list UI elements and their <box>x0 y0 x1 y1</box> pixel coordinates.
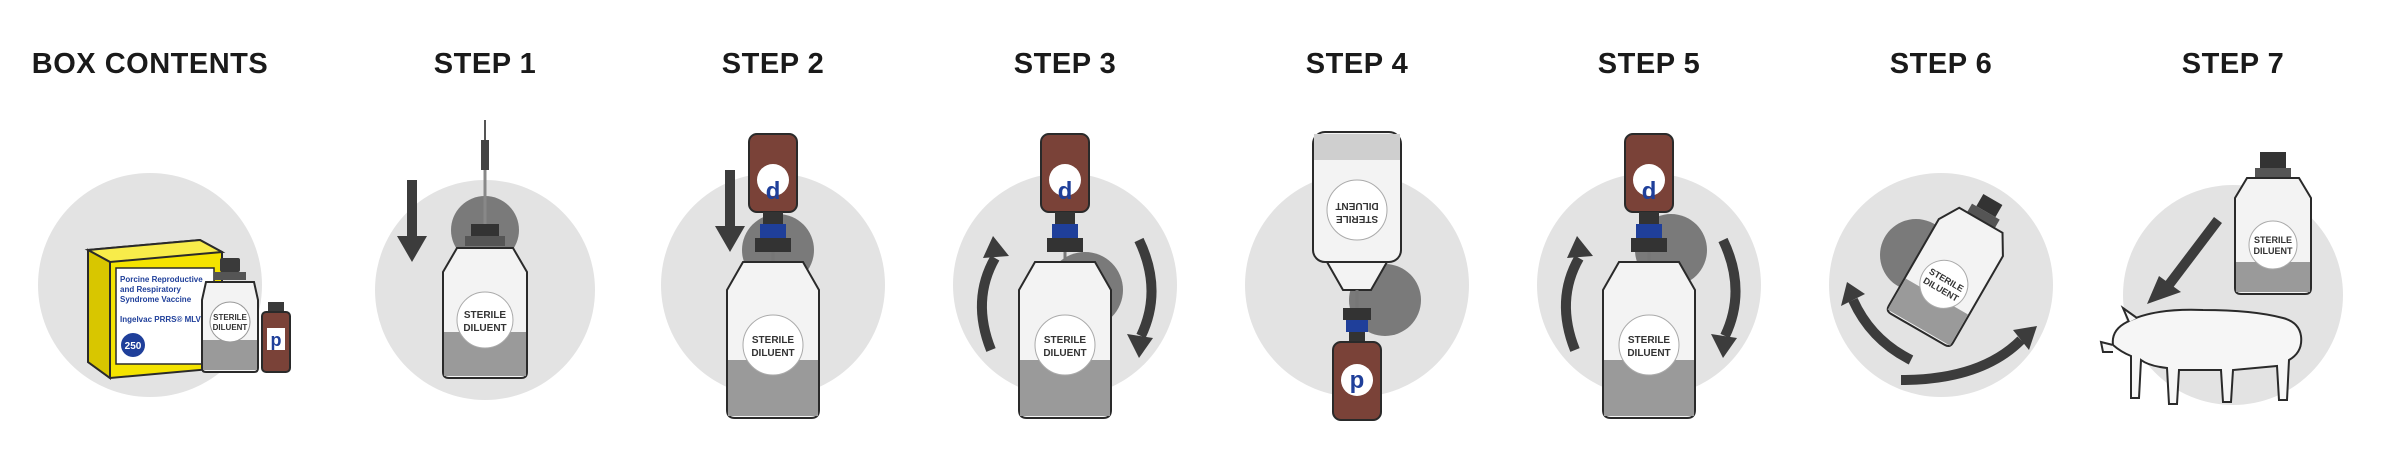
down-arrow-icon <box>397 180 427 262</box>
vaccine-box: Porcine Reproductive and Respiratory Syn… <box>84 238 226 380</box>
panel-step-6: STEP 6 STERILE DILUENT <box>1791 0 2091 461</box>
diluent-bottle: STERILE DILUENT <box>1018 261 1112 419</box>
diluent-label-line2: DILUENT <box>1043 348 1086 359</box>
vaccine-letter: p <box>271 330 282 350</box>
vaccine-letter: p <box>1350 367 1365 394</box>
vaccine-vial-inverted: p <box>1040 133 1090 224</box>
step-7-illustration: STERILE DILUENT <box>2099 152 2343 405</box>
panel-step-2: STEP 2 p STERILE DILUENT <box>623 0 923 461</box>
step-2-illustration: p STERILE DILUENT <box>661 133 885 419</box>
diluent-bottle-tilted: STERILE DILUENT <box>1886 193 2004 347</box>
panel-title-step-6: STEP 6 <box>1889 48 1993 80</box>
rotate-right-arrow-icon <box>1127 237 1157 358</box>
step-6-illustration: STERILE DILUENT <box>1829 173 2053 397</box>
transfer-needle <box>481 120 489 225</box>
panel-title-step-5: STEP 5 <box>1597 48 1701 80</box>
box-text-line3: Syndrome Vaccine <box>120 295 192 304</box>
diluent-bottle-inverted: STERILE DILUENT <box>1312 131 1402 291</box>
diluent-bottle: STERILE DILUENT <box>726 261 820 419</box>
panel-title-step-4: STEP 4 <box>1305 48 1409 80</box>
diluent-label-line1: STERILE <box>464 310 507 321</box>
panel-box-contents: BOX CONTENTS Porcine Reproductive and Re… <box>0 0 300 461</box>
panel-title-box-contents: BOX CONTENTS <box>31 48 269 80</box>
swirl-left-arrow-icon <box>1841 282 1914 365</box>
panel-title-step-3: STEP 3 <box>1013 48 1117 80</box>
vaccine-vial: p <box>261 302 291 373</box>
diluent-label-line1: STERILE <box>1628 335 1671 346</box>
dose-badge <box>121 333 145 357</box>
diluent-label-line2: DILUENT <box>751 348 794 359</box>
box-dose-text: 250 <box>125 341 142 352</box>
diluent-label-line1: STERILE <box>213 313 247 322</box>
box-text-line2: and Respiratory <box>120 285 181 294</box>
vaccine-vial: p <box>1332 341 1382 421</box>
diagonal-down-arrow-icon <box>2147 216 2222 304</box>
down-arrow-icon <box>715 170 745 252</box>
diluent-bottle: STERILE DILUENT <box>2234 152 2312 295</box>
box-brand-text: Ingelvac PRRS® MLV <box>120 315 202 324</box>
panel-step-3: STEP 3 p STERILE DILUENT <box>915 0 1215 461</box>
diluent-bottle: STERILE DILUENT <box>1602 261 1696 419</box>
diluent-label-line2: DILUENT <box>463 323 506 334</box>
step-1-illustration: STERILE DILUENT <box>375 120 595 400</box>
diluent-label-line2: DILUENT <box>1335 200 1378 211</box>
diluent-bottle: STERILE DILUENT <box>201 258 259 373</box>
step-5-illustration: p STERILE DILUENT <box>1537 133 1761 419</box>
panel-title-step-1: STEP 1 <box>433 48 537 80</box>
box-text-line1: Porcine Reproductive <box>120 275 203 284</box>
diluent-label-line1: STERILE <box>752 335 795 346</box>
diluent-label-line1: STERILE <box>1336 213 1379 224</box>
panel-title-step-7: STEP 7 <box>2181 48 2285 80</box>
transfer-needle <box>1343 290 1371 342</box>
diluent-label-line1: STERILE <box>2254 235 2292 245</box>
vaccine-vial-inverted: p <box>1624 133 1674 224</box>
panel-step-5: STEP 5 p STERILE DILUENT <box>1499 0 1799 461</box>
transfer-needle <box>1047 224 1083 290</box>
swirl-right-arrow-icon <box>1900 326 2037 385</box>
diluent-label-line1: STERILE <box>1044 335 1087 346</box>
step-4-illustration: STERILE DILUENT p <box>1245 131 1469 421</box>
panel-title-step-2: STEP 2 <box>721 48 825 80</box>
diluent-bottle: STERILE DILUENT <box>442 224 528 379</box>
vaccine-vial-inverted: p <box>748 133 798 224</box>
panel-step-1: STEP 1 STERILE DILUENT <box>335 0 635 461</box>
panel-step-4: STEP 4 STERILE DILUENT p <box>1207 0 1507 461</box>
vaccine-letter: p <box>1058 180 1073 207</box>
rotate-left-arrow-icon <box>1561 236 1593 352</box>
box-contents-illustration: Porcine Reproductive and Respiratory Syn… <box>38 173 291 397</box>
step-3-illustration: p STERILE DILUENT <box>953 133 1177 419</box>
diluent-label-line2: DILUENT <box>2254 246 2293 256</box>
rotate-left-arrow-icon <box>977 236 1009 352</box>
diluent-label-line2: DILUENT <box>213 323 248 332</box>
transfer-needle <box>1631 224 1667 290</box>
pig-icon <box>2099 305 2303 405</box>
vaccine-letter: p <box>766 180 781 207</box>
rotate-right-arrow-icon <box>1711 237 1741 358</box>
vaccine-letter: p <box>1642 180 1657 207</box>
diluent-label-line2: DILUENT <box>1627 348 1670 359</box>
panel-step-7: STEP 7 STERILE DILUENT <box>2083 0 2383 461</box>
